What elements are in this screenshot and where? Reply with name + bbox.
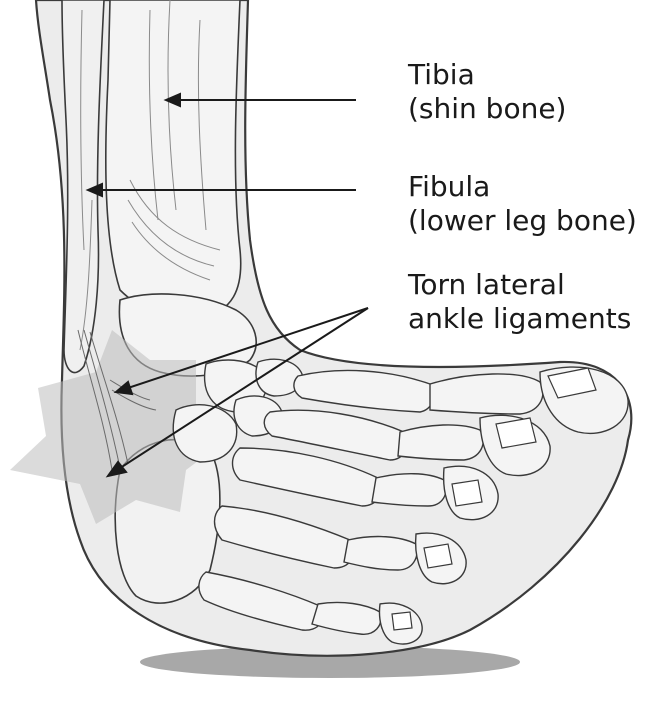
- fibula-label-line1: Fibula: [408, 170, 637, 204]
- tibia-bone: [106, 0, 241, 319]
- fibula-label-line2: (lower leg bone): [408, 204, 637, 238]
- tibia-label-line1: Tibia: [408, 58, 566, 92]
- ligaments-label-line2: ankle ligaments: [408, 302, 631, 336]
- ligaments-label: Torn lateral ankle ligaments: [408, 268, 631, 336]
- ligaments-label-line1: Torn lateral: [408, 268, 631, 302]
- tibia-label-line2: (shin bone): [408, 92, 566, 126]
- fibula-label: Fibula (lower leg bone): [408, 170, 637, 238]
- tibia-label: Tibia (shin bone): [408, 58, 566, 126]
